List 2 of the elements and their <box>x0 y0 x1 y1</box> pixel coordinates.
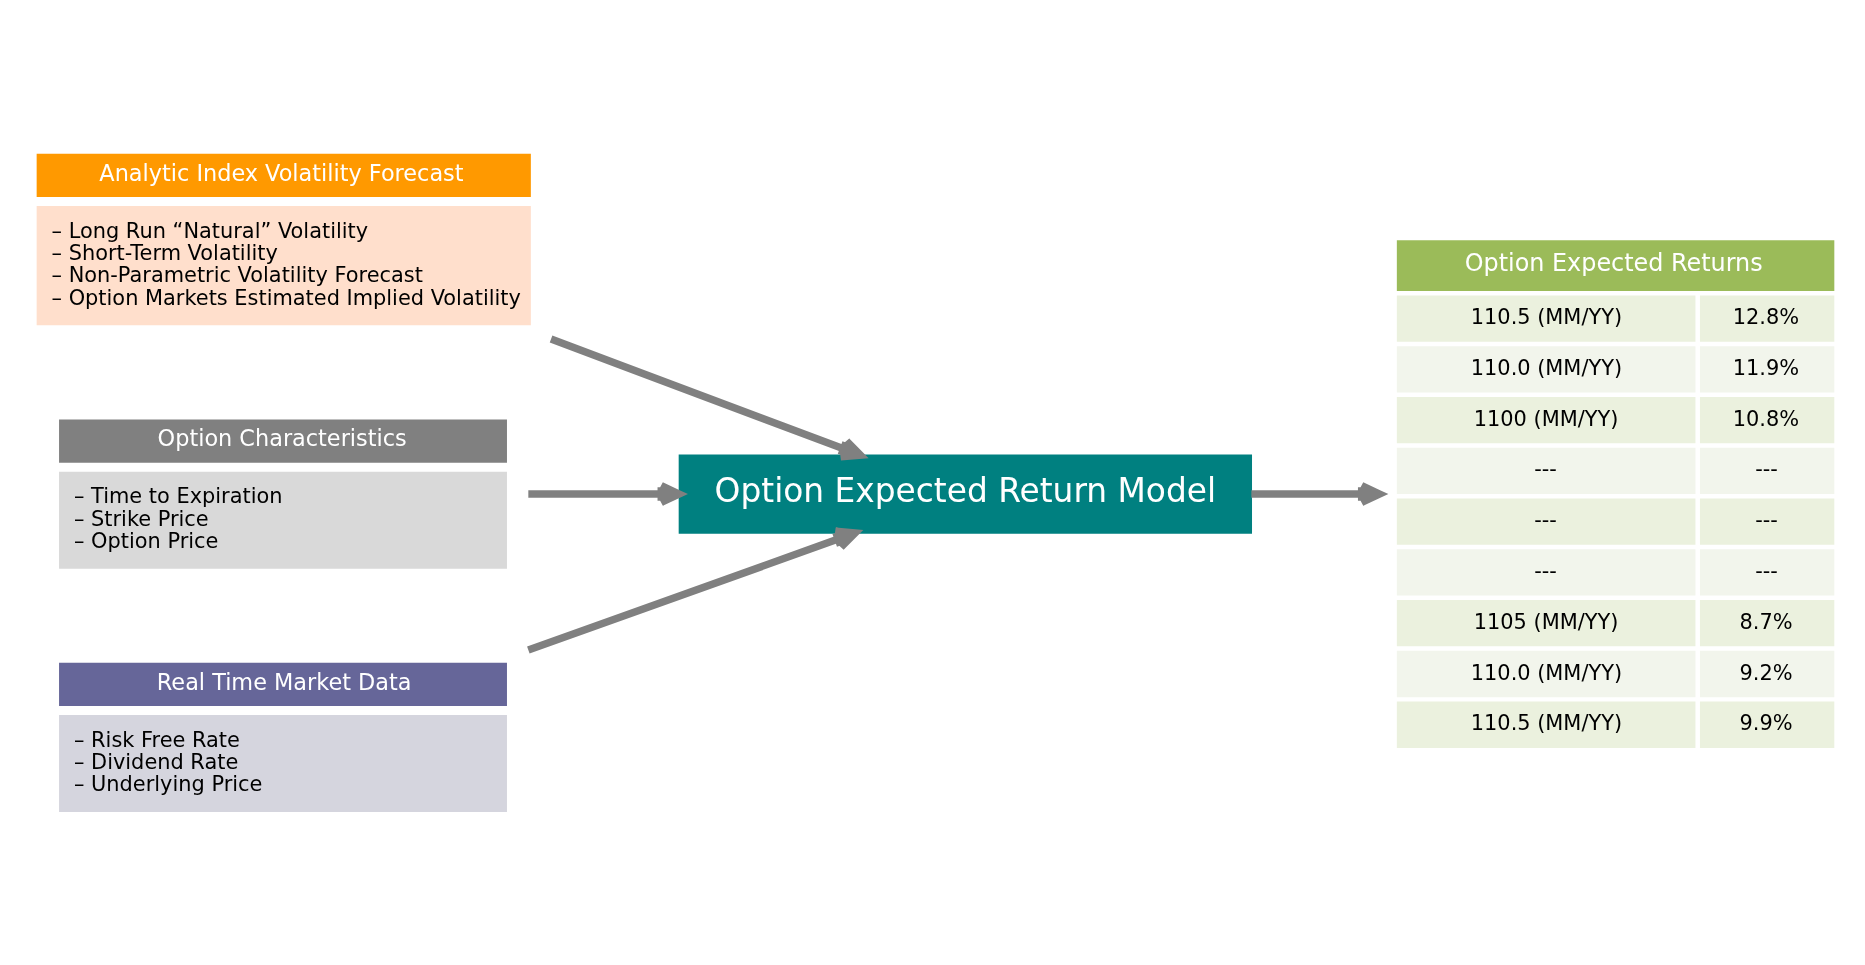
arrow <box>1251 481 1385 507</box>
node-box: Option Expected Return Model <box>678 454 1252 534</box>
